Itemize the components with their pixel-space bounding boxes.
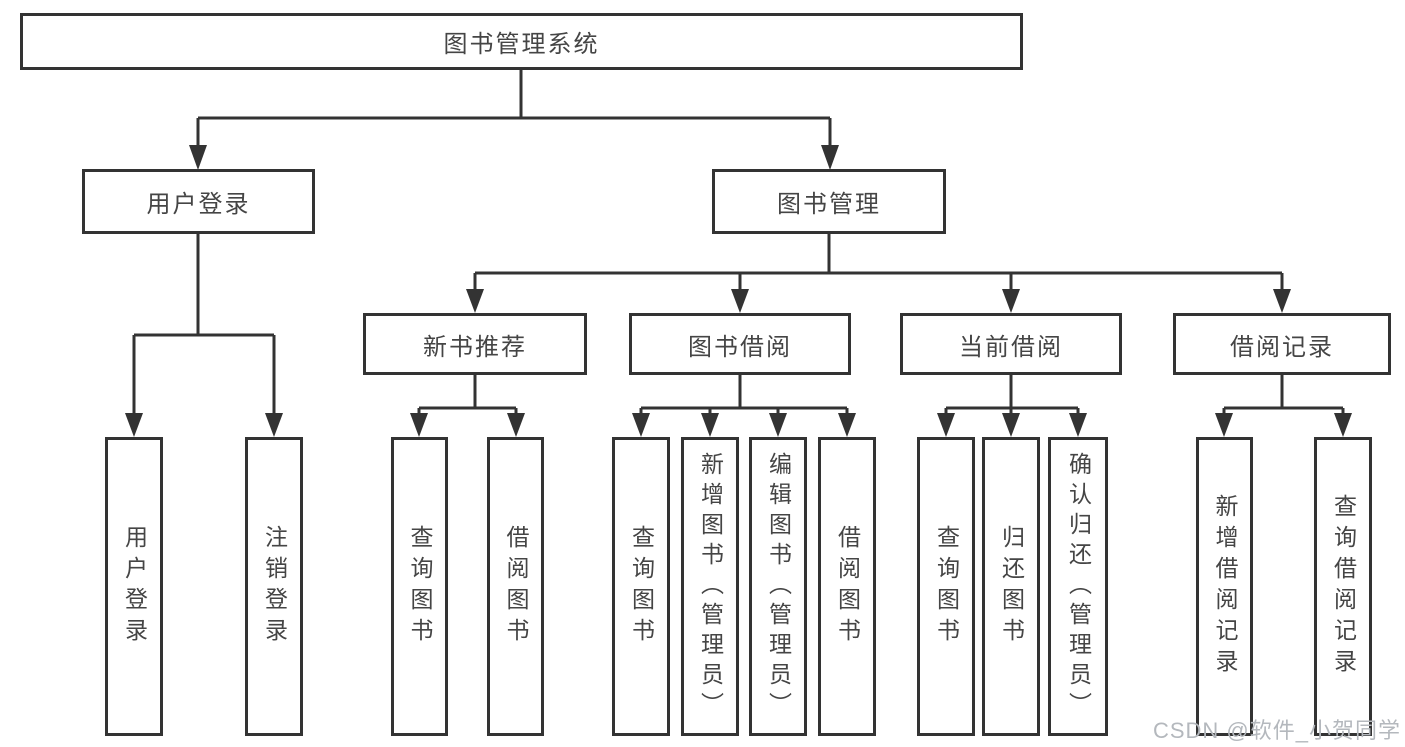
node-book-management: 图书管理 xyxy=(712,169,946,234)
leaf-label: 编辑图书（管理员） xyxy=(765,451,792,722)
leaf-label: 借阅图书 xyxy=(834,524,861,649)
leaf-query-books-current: 查询图书 xyxy=(917,437,975,736)
leaf-label: 查询借阅记录 xyxy=(1330,493,1357,680)
leaf-label: 注销登录 xyxy=(261,524,288,649)
leaf-logout: 注销登录 xyxy=(245,437,303,736)
node-label: 当前借阅 xyxy=(959,333,1063,361)
node-label: 用户登录 xyxy=(146,191,251,218)
node-book-borrowing: 图书借阅 xyxy=(629,313,851,375)
leaf-label: 借阅图书 xyxy=(503,524,529,649)
leaf-confirm-return-admin: 确认归还（管理员） xyxy=(1048,437,1108,736)
csdn-watermark: CSDN @软件_小贺同学 xyxy=(1152,718,1401,743)
node-user-login: 用户登录 xyxy=(82,169,315,234)
leaf-return-books: 归还图书 xyxy=(982,437,1040,736)
leaf-add-books-admin: 新增图书（管理员） xyxy=(681,437,739,736)
leaf-user-login: 用户登录 xyxy=(105,437,163,736)
leaf-borrow-books: 借阅图书 xyxy=(818,437,876,736)
node-label: 图书管理 xyxy=(777,191,881,218)
leaf-label: 确认归还（管理员） xyxy=(1065,451,1092,722)
leaf-label: 归还图书 xyxy=(998,524,1025,649)
leaf-label: 查询图书 xyxy=(933,524,960,649)
leaf-label: 用户登录 xyxy=(121,524,148,649)
node-label: 借阅记录 xyxy=(1230,333,1334,361)
leaf-edit-books-admin: 编辑图书（管理员） xyxy=(749,437,807,736)
node-label: 新书推荐 xyxy=(423,333,527,361)
node-library-management-system: 图书管理系统 xyxy=(20,13,1023,70)
node-borrowing-records: 借阅记录 xyxy=(1173,313,1391,375)
leaf-borrow-books-recommend: 借阅图书 xyxy=(487,437,544,736)
leaf-label: 查询图书 xyxy=(628,524,655,649)
tree-edges xyxy=(132,69,1345,417)
node-new-book-recommend: 新书推荐 xyxy=(363,313,587,375)
node-current-borrowing: 当前借阅 xyxy=(900,313,1122,375)
leaf-query-borrow-record: 查询借阅记录 xyxy=(1314,437,1372,736)
leaf-query-books-borrowing: 查询图书 xyxy=(612,437,670,736)
node-label: 图书管理系统 xyxy=(443,31,600,58)
leaf-label: 新增借阅记录 xyxy=(1212,493,1238,680)
leaf-query-books-recommend: 查询图书 xyxy=(391,437,448,736)
leaf-label: 查询图书 xyxy=(407,524,433,649)
node-label: 图书借阅 xyxy=(688,333,792,361)
leaf-add-borrow-record: 新增借阅记录 xyxy=(1196,437,1253,736)
leaf-label: 新增图书（管理员） xyxy=(697,451,724,722)
arrowheads xyxy=(125,145,1352,437)
